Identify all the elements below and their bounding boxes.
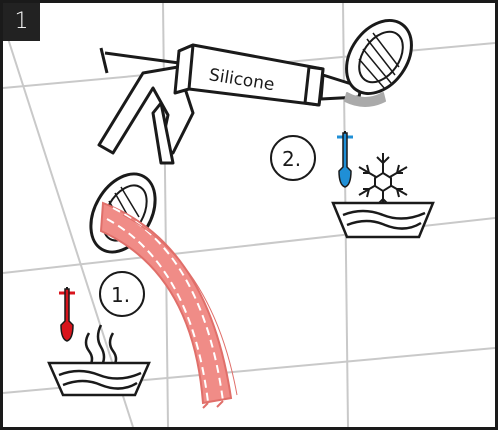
step-two-label: 2. bbox=[282, 147, 301, 171]
thermometer-cold-icon bbox=[337, 131, 353, 188]
cold-water-bowl-icon bbox=[331, 201, 435, 239]
hose-seal-icon bbox=[89, 172, 238, 409]
step-number-badge: 1 bbox=[3, 3, 40, 41]
instruction-illustration: Silicone 1. bbox=[3, 3, 495, 427]
step-two-marker: 2. bbox=[270, 135, 316, 181]
hot-water-bowl-icon bbox=[47, 324, 151, 397]
snowflake-icon bbox=[358, 153, 408, 209]
step-one-marker: 1. bbox=[99, 271, 145, 317]
caulk-gun-icon: Silicone bbox=[97, 43, 386, 165]
thermometer-hot-icon bbox=[59, 287, 75, 342]
step-one-label: 1. bbox=[111, 283, 130, 307]
ring-seal-icon bbox=[345, 19, 413, 95]
